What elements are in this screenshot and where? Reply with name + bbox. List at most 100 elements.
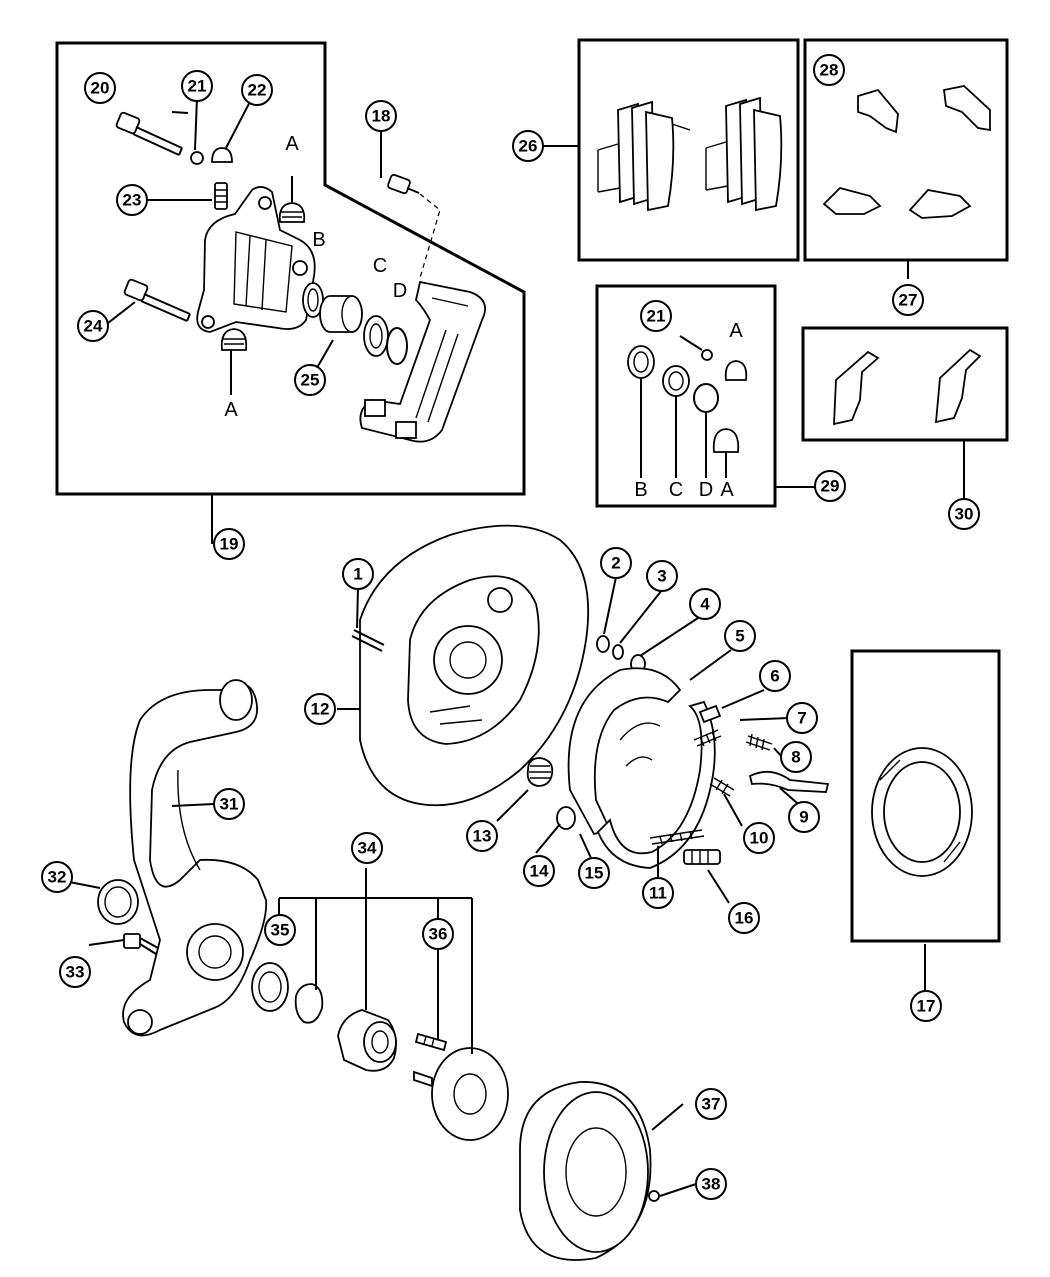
pad-clip-1 [857, 88, 899, 134]
kit-seal-b [627, 345, 655, 379]
svg-text:17: 17 [917, 997, 936, 1016]
svg-text:1: 1 [353, 565, 362, 584]
hub-group-bracket [278, 868, 473, 1054]
callout-11: 11 [642, 877, 674, 909]
anti-rattle-shim-left [833, 350, 880, 426]
svg-text:34: 34 [358, 839, 377, 858]
svg-text:16: 16 [735, 909, 754, 928]
callout-13: 13 [466, 820, 498, 852]
callout-19: 19 [213, 528, 245, 560]
adjuster-lever [698, 704, 722, 724]
svg-text:12: 12 [311, 700, 330, 719]
parking-brake-shoes [567, 667, 716, 869]
letter-a-top: A [285, 133, 299, 155]
kit-leader-lines [640, 335, 727, 478]
svg-text:23: 23 [123, 191, 142, 210]
bracket-mounting-bolt [387, 173, 420, 195]
svg-text:13: 13 [473, 827, 492, 846]
letter-d-kit: D [699, 479, 713, 501]
knuckle-bolt [123, 933, 159, 955]
backing-plate-bolt [351, 629, 385, 652]
callout-32: 32 [41, 861, 73, 893]
piston-dust-ring [386, 327, 408, 365]
rear-knuckle [122, 679, 268, 1037]
callout-22: 22 [241, 74, 273, 106]
adjuster-spring [709, 777, 735, 797]
svg-text:10: 10 [750, 829, 769, 848]
svg-text:25: 25 [301, 371, 320, 390]
kit-ring-d [693, 383, 719, 413]
parking-shoes-box [850, 649, 1001, 943]
letter-a-bottom: A [224, 399, 238, 421]
svg-text:15: 15 [585, 864, 604, 883]
svg-text:5: 5 [735, 627, 744, 646]
svg-text:19: 19 [220, 535, 239, 554]
svg-text:28: 28 [820, 61, 839, 80]
anti-rattle-shim-right [934, 348, 982, 424]
callout-25: 25 [294, 364, 326, 396]
callout-31: 31 [213, 788, 245, 820]
svg-text:11: 11 [649, 884, 667, 903]
callout-24: 24 [77, 310, 109, 342]
return-spring-right [745, 733, 773, 751]
kit-boot-c [662, 365, 690, 397]
callout-30: 30 [948, 498, 980, 530]
shoe-hold-down-spring [526, 757, 554, 787]
svg-text:26: 26 [519, 137, 538, 156]
letter-a-kit-top: A [729, 320, 743, 342]
svg-text:35: 35 [271, 921, 290, 940]
callout-8: 8 [780, 741, 812, 773]
callout-37: 37 [695, 1088, 727, 1120]
spring-cup [556, 806, 576, 830]
bleeder-cap [190, 151, 204, 165]
callout-4: 4 [689, 588, 721, 620]
callout-36: 36 [422, 918, 454, 950]
callout-34: 34 [351, 832, 383, 864]
callout-26: 26 [512, 130, 544, 162]
brake-rotor [519, 1081, 652, 1261]
svg-text:4: 4 [700, 595, 710, 614]
svg-text:27: 27 [899, 291, 918, 310]
callout-27: 27 [892, 284, 924, 316]
pad-clip-4 [908, 189, 972, 219]
svg-text:2: 2 [611, 554, 620, 573]
hub-bearing [337, 1009, 397, 1072]
letter-c-kit: C [669, 479, 683, 501]
callout-33: 33 [59, 956, 91, 988]
callout-35: 35 [264, 914, 296, 946]
lower-return-spring [649, 829, 705, 845]
hub-flange [413, 1047, 509, 1141]
svg-text:33: 33 [66, 963, 85, 982]
svg-text:6: 6 [770, 667, 779, 686]
callout-16: 16 [728, 902, 760, 934]
leader-lines [58, 89, 965, 1197]
hold-down-washer [612, 644, 624, 660]
svg-text:8: 8 [791, 748, 800, 767]
hold-down-cup [596, 635, 610, 653]
parking-shoes-assembled [871, 747, 973, 877]
svg-text:3: 3 [657, 567, 666, 586]
pad-clips-box [803, 38, 1009, 262]
svg-text:22: 22 [248, 81, 267, 100]
kit-boot-a-upper [724, 360, 748, 381]
callout-15: 15 [578, 857, 610, 889]
callout-20: 20 [84, 72, 116, 104]
callout-6: 6 [759, 660, 791, 692]
caliper-assembly-box [55, 41, 526, 496]
caliper-housing [196, 186, 316, 333]
svg-text:24: 24 [84, 317, 103, 336]
pad-shims-box [801, 326, 1009, 442]
callout-2: 2 [600, 547, 632, 579]
bleeder-screw [214, 182, 228, 210]
return-spring-upper [693, 729, 722, 747]
caliper-guide-pin-bolt-upper [115, 111, 183, 156]
callout-38: 38 [695, 1168, 727, 1200]
brake-pad-set-right [705, 96, 783, 212]
letter-d-main: D [393, 280, 407, 302]
caliper-piston [319, 295, 363, 333]
kit-bleeder-cap [701, 349, 713, 361]
callout-7: 7 [786, 702, 818, 734]
callout-9: 9 [788, 801, 820, 833]
callout-21-kit: 21 [640, 300, 672, 332]
strut-lever [748, 770, 830, 793]
